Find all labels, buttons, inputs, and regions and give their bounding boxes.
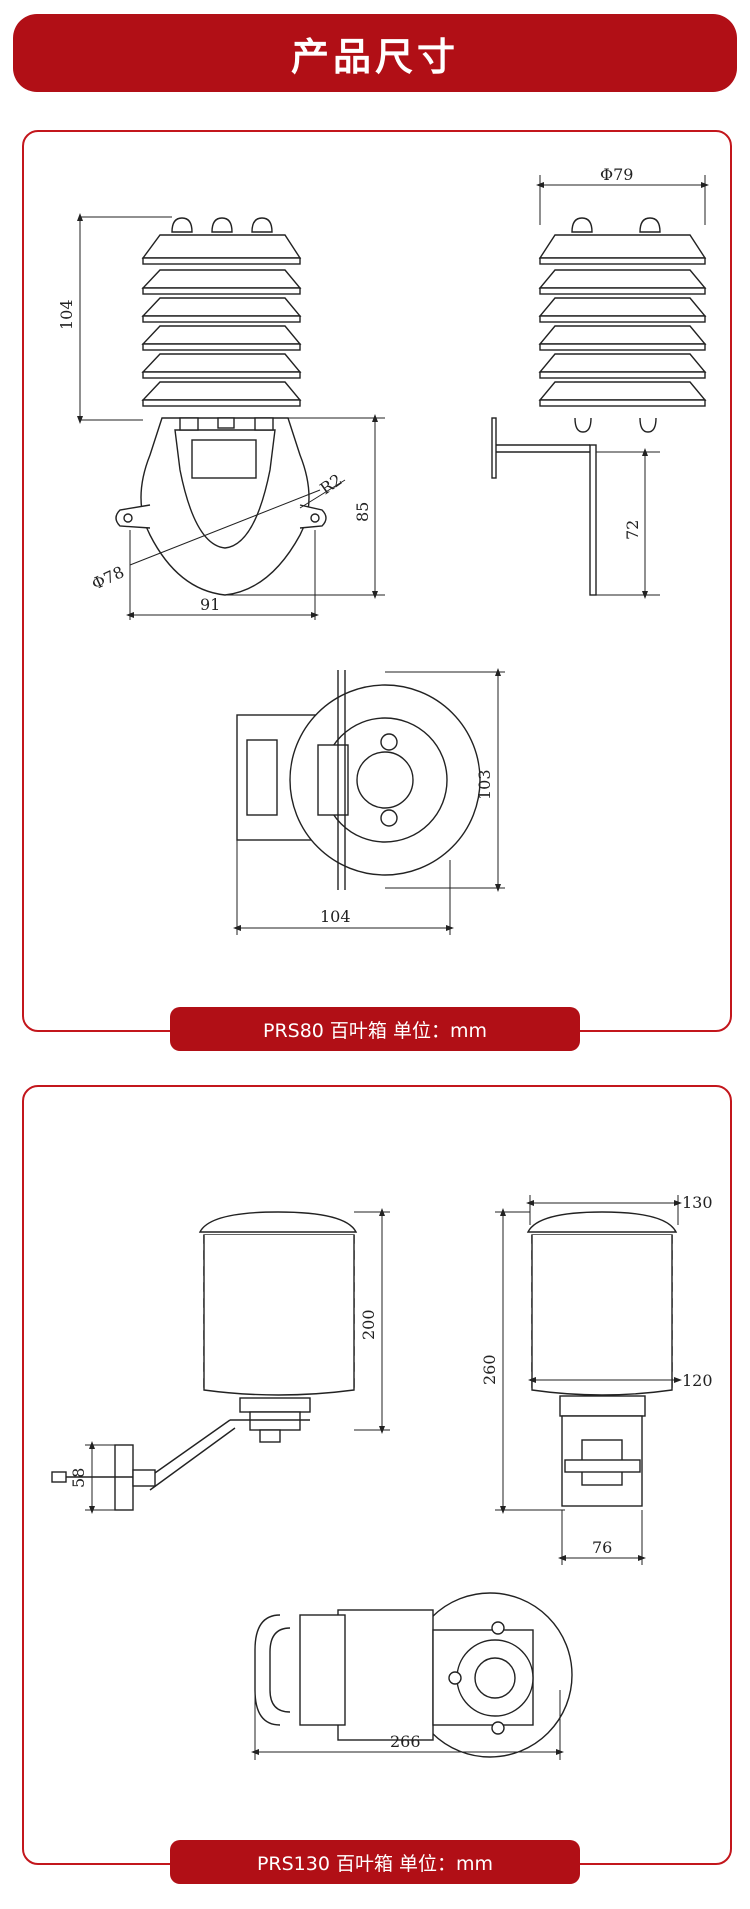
dim-h72: 72 bbox=[623, 520, 642, 540]
dim-w120: 120 bbox=[682, 1371, 713, 1390]
dim-d79: Φ79 bbox=[600, 165, 633, 184]
dim-h260: 260 bbox=[480, 1354, 499, 1385]
dim-r2: R2 bbox=[316, 470, 345, 498]
dim-d78: Φ78 bbox=[89, 562, 127, 593]
dim-h200: 200 bbox=[359, 1309, 378, 1340]
prs80-side-view bbox=[491, 217, 707, 596]
dim-h104: 104 bbox=[57, 299, 76, 330]
prs80-caption: PRS80 百叶箱 单位：mm bbox=[170, 1007, 580, 1051]
prs130-side-view bbox=[526, 1211, 678, 1507]
dim-w91: 91 bbox=[200, 595, 220, 614]
dim-h103: 103 bbox=[475, 769, 494, 800]
dim-w104: 104 bbox=[320, 907, 351, 926]
dim-w266: 266 bbox=[390, 1732, 421, 1751]
section-title-banner: 产品尺寸 bbox=[13, 14, 737, 92]
dim-h85: 85 bbox=[353, 502, 372, 522]
dim-w76: 76 bbox=[592, 1538, 612, 1557]
dim-w130: 130 bbox=[682, 1193, 713, 1212]
prs80-front-view bbox=[115, 217, 327, 596]
prs130-caption: PRS130 百叶箱 单位：mm bbox=[170, 1840, 580, 1884]
dim-h58: 58 bbox=[69, 1468, 88, 1488]
prs130-front-view bbox=[51, 1211, 358, 1511]
prs80-top-view bbox=[236, 670, 481, 890]
prs130-top-view bbox=[254, 1592, 573, 1758]
